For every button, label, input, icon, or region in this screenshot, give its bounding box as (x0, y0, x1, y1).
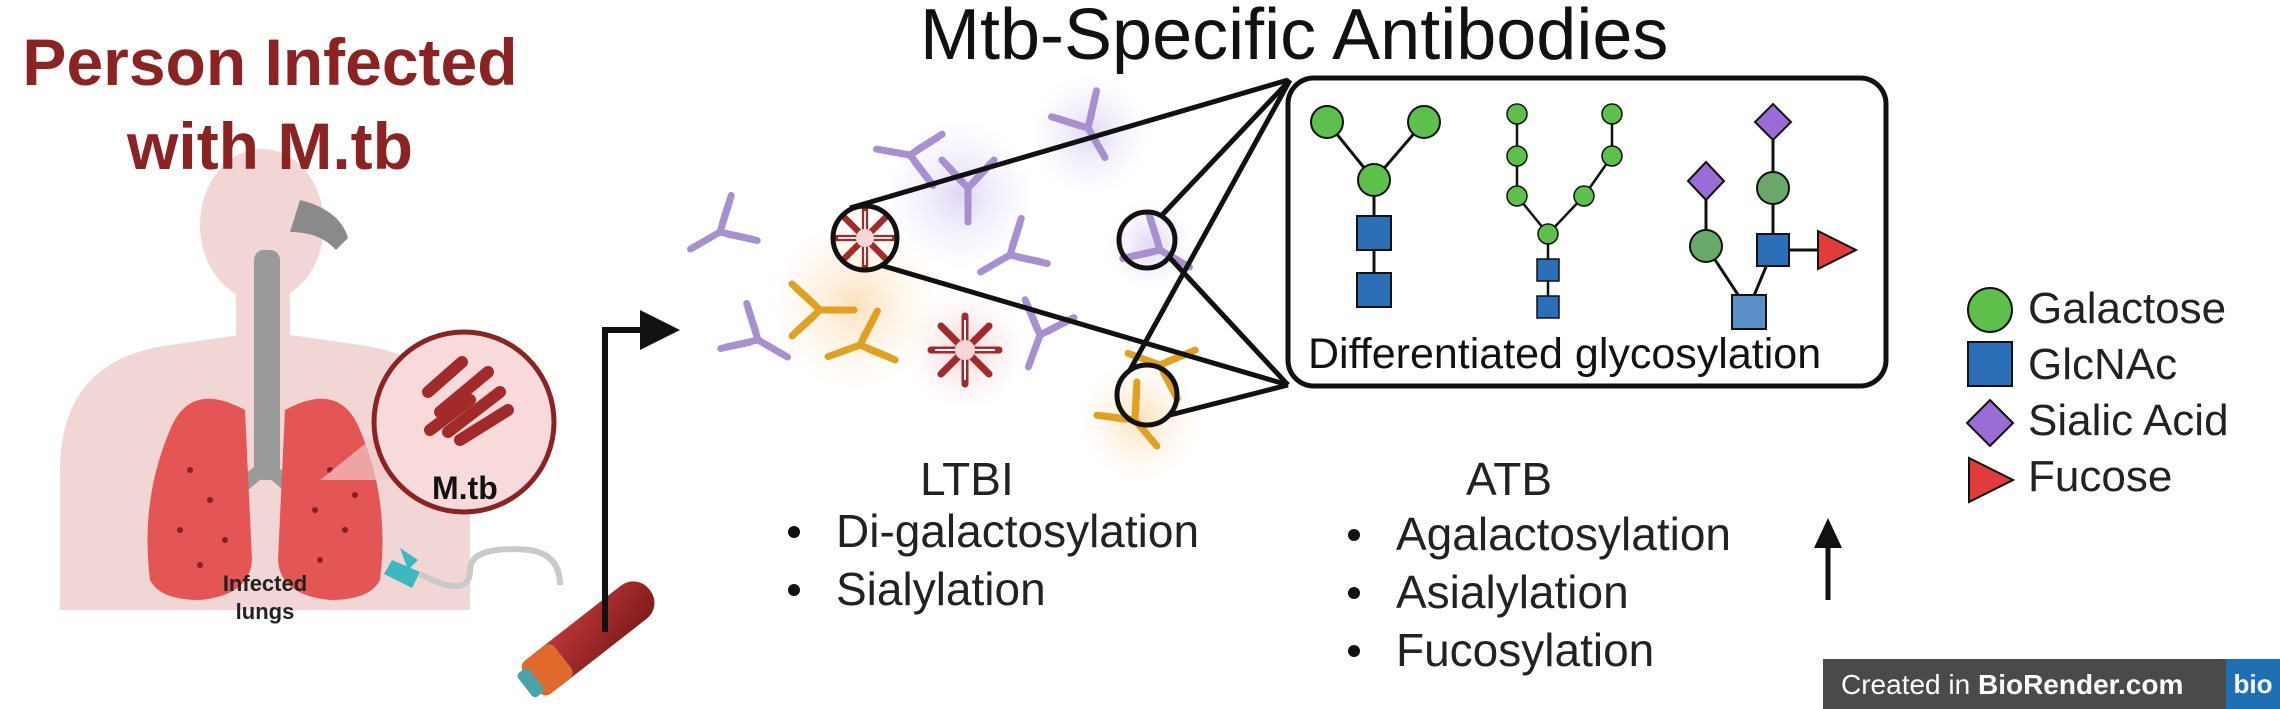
ltbi-list: Di-galactosylation Sialylation (780, 502, 1199, 618)
biorender-badge[interactable]: Created in BioRender.com bio (1823, 659, 2280, 709)
inset-caption: Differentiated glycosylation (1308, 330, 1822, 378)
sialic-acid-icon (1965, 398, 2015, 448)
main-title: Mtb-Specific Antibodies (920, 0, 1669, 75)
left-title-line1: Person Infected (22, 25, 518, 99)
ltbi-item: Di-galactosylation (780, 502, 1199, 560)
flow-arrow (602, 310, 680, 632)
increase-arrow (1814, 518, 1842, 600)
mtb-callout (320, 329, 557, 515)
lungs-label: Infected lungs (200, 570, 330, 626)
biorender-brand: BioRender.com (1977, 669, 2184, 700)
legend-sialic-acid-label: Sialic Acid (2028, 396, 2229, 445)
galactose-icon (1967, 287, 2013, 333)
left-title-line2: with M.tb (127, 109, 413, 183)
antibody-cloud (678, 75, 1203, 480)
mtb-label: M.tb (432, 470, 498, 506)
created-in-text: Created in (1841, 669, 1978, 700)
atb-item: Asialylation (1340, 563, 1731, 621)
lungs-label-line1: Infected (222, 571, 308, 596)
atb-item: Agalactosylation (1340, 505, 1731, 563)
left-title: Person Infected with M.tb (0, 20, 540, 188)
legend-fucose-label: Fucose (2028, 452, 2173, 501)
legend-glcnac-label: GlcNAc (2028, 340, 2178, 389)
lungs-label-line2: lungs (235, 599, 295, 624)
atb-list: Agalactosylation Asialylation Fucosylati… (1340, 505, 1731, 679)
glycan-structures (1310, 102, 1859, 330)
fucose-icon (1968, 456, 2016, 504)
ltbi-heading: LTBI (920, 453, 1014, 505)
biorender-logo-icon: bio (2226, 659, 2280, 709)
atb-heading: ATB (1466, 453, 1553, 505)
legend-galactose-label: Galactose (2028, 284, 2227, 333)
atb-item: Fucosylation (1340, 621, 1731, 679)
ltbi-item: Sialylation (780, 560, 1199, 618)
glcnac-icon (1967, 341, 2013, 387)
legend-shapes (1965, 287, 2016, 504)
biorender-text: Created in BioRender.com (1841, 669, 2183, 701)
person-silhouette (60, 149, 470, 610)
blood-draw-kit (384, 546, 655, 698)
